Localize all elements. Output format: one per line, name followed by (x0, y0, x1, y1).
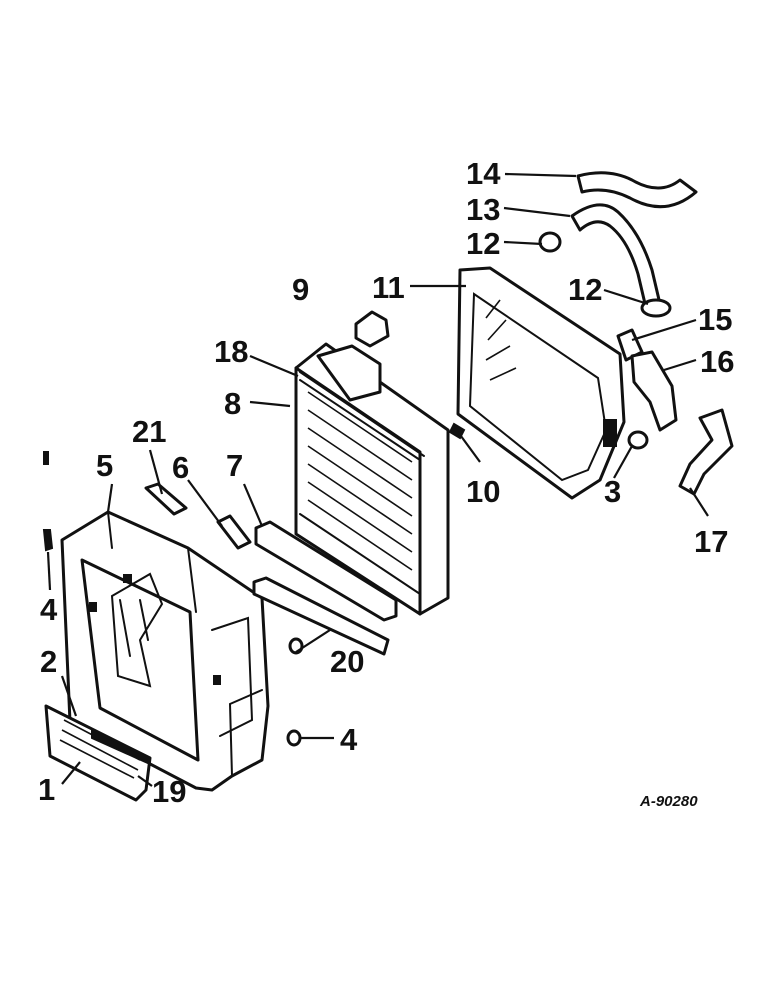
callout-11: 11 (372, 270, 405, 305)
callout-4b: 4 (340, 722, 358, 757)
callout-12b: 12 (568, 272, 602, 307)
grille-shell-part (60, 510, 270, 792)
radiator-cap-part (354, 310, 390, 348)
callout-7: 7 (226, 448, 243, 483)
callout-13: 13 (466, 192, 500, 227)
callout-19: 19 (152, 774, 186, 809)
callout-6: 6 (172, 450, 189, 485)
small-hardware (42, 422, 466, 747)
callout-8: 8 (224, 386, 241, 421)
side-rails (252, 520, 398, 656)
callout-5: 5 (96, 448, 113, 483)
radiator-core-part (294, 342, 450, 616)
callout-20: 20 (330, 644, 364, 679)
gasket-strips (144, 482, 252, 550)
leader-lines (46, 172, 709, 787)
callout-9: 9 (292, 272, 309, 307)
callout-21: 21 (132, 414, 166, 449)
fan-shroud-part (456, 266, 626, 500)
drawing-number: A-90280 (639, 793, 698, 810)
callout-15: 15 (698, 302, 732, 337)
callout-2: 2 (40, 644, 57, 679)
callout-12a: 12 (466, 226, 500, 261)
callout-14: 14 (466, 156, 501, 191)
callout-3: 3 (604, 474, 621, 509)
callout-1: 1 (38, 772, 55, 807)
callout-18: 18 (214, 334, 248, 369)
callout-10: 10 (466, 474, 500, 509)
callout-17: 17 (694, 524, 728, 559)
callout-16: 16 (700, 344, 734, 379)
callout-4a: 4 (40, 592, 58, 627)
lower-grille-panel-part (44, 704, 152, 802)
